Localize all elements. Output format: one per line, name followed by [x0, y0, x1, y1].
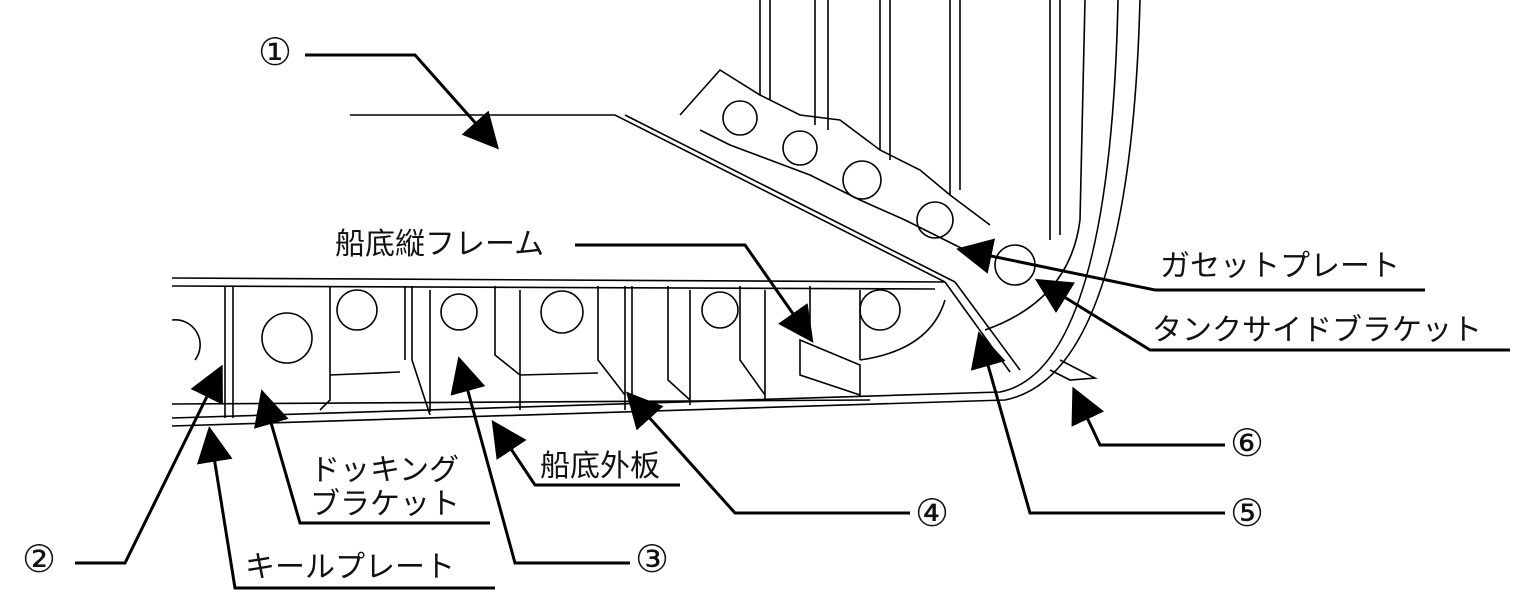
leader-lines: [75, 53, 1510, 590]
hull-structure: [171, 0, 1141, 427]
marker-2: ②: [22, 537, 57, 581]
label-bottom-shell: 船底外板: [540, 449, 660, 484]
label-tank-side-bracket: タンクサイドブラケット: [1152, 313, 1482, 348]
label-docking-bracket-1: ドッキング: [310, 453, 460, 488]
marker-4: ④: [915, 491, 950, 535]
marker-1: ①: [258, 30, 293, 74]
label-keel-plate: キールプレート: [245, 550, 455, 585]
marker-6: ⑥: [1230, 421, 1265, 465]
label-gusset-plate: ガセットプレート: [1160, 249, 1400, 284]
label-docking-bracket-2: ブラケット: [310, 487, 460, 522]
marker-5: ⑤: [1230, 491, 1265, 535]
marker-3: ③: [635, 537, 670, 581]
label-bottom-longitudinal: 船底縦フレーム: [335, 227, 545, 262]
